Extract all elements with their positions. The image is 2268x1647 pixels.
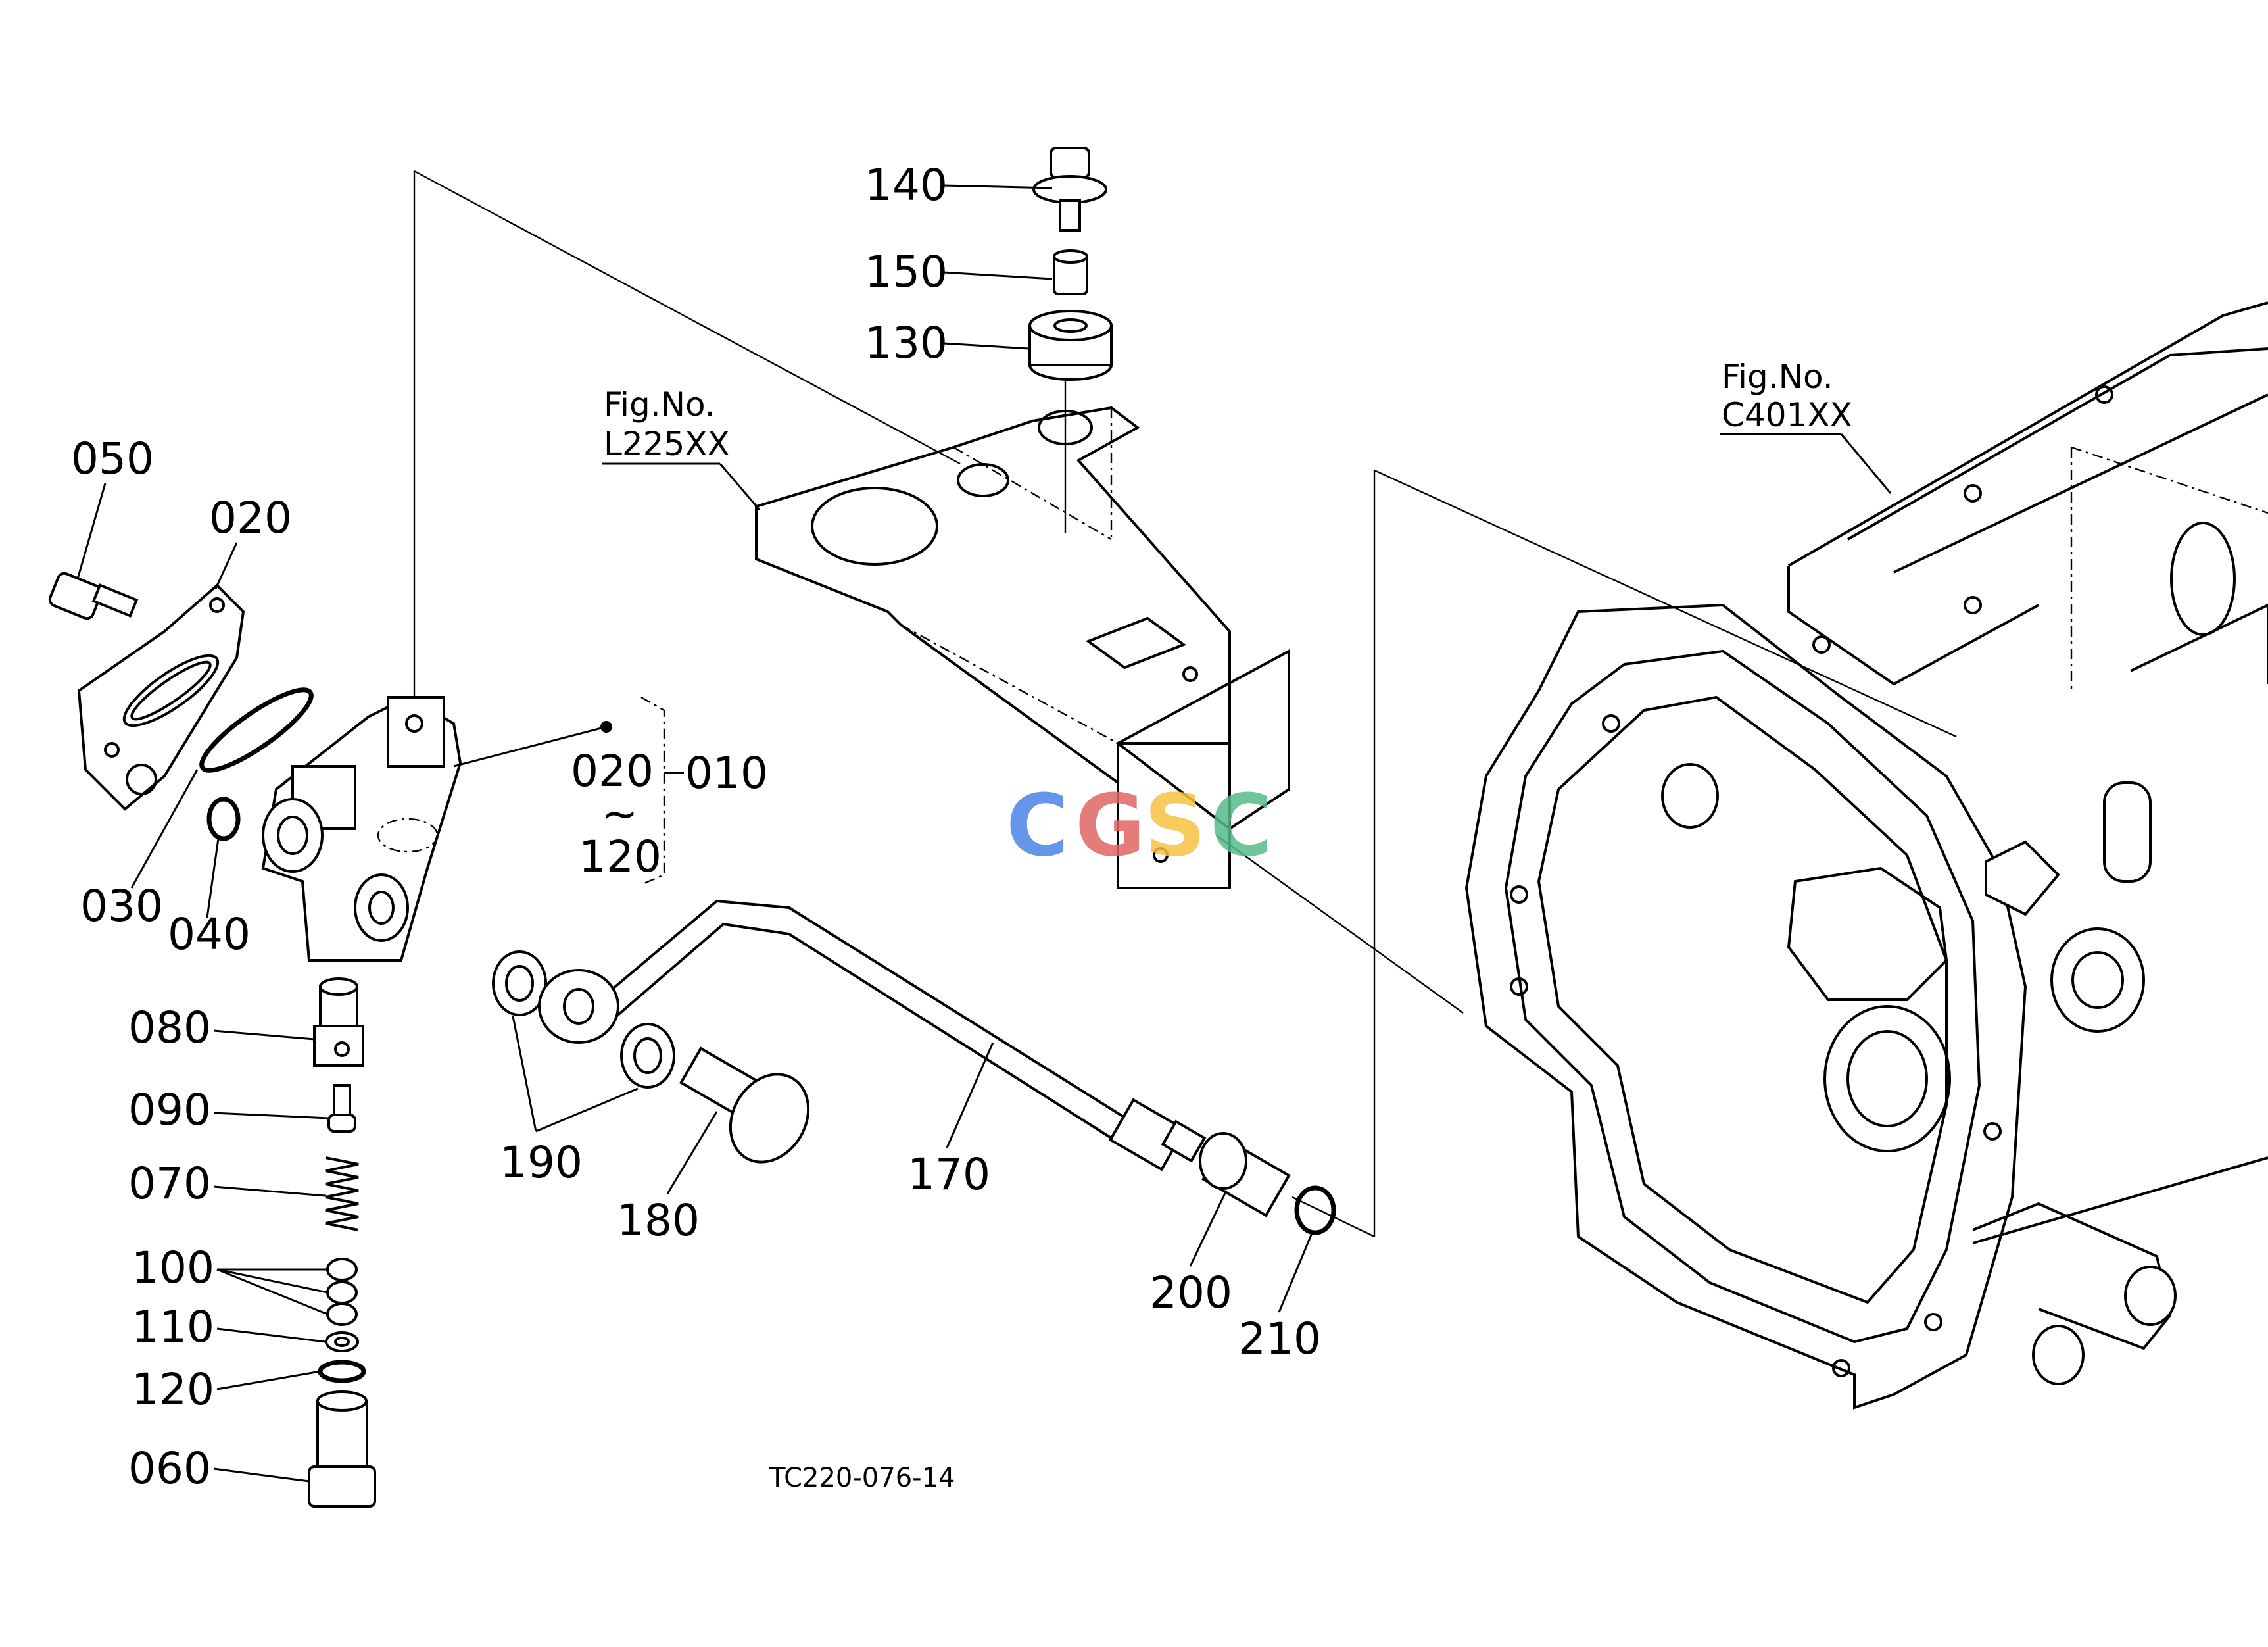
part-120-o-ring: [318, 1360, 366, 1383]
part-110-washer: [325, 1331, 359, 1352]
label-070: 070: [128, 1158, 326, 1209]
label-130: 130: [865, 318, 1030, 368]
part-030-gasket: [199, 687, 314, 773]
part-number-060: 060: [128, 1443, 211, 1494]
fig-ref-right-line1: Fig.No.: [1722, 358, 1833, 396]
label-090: 090: [128, 1085, 329, 1135]
part-number-050: 050: [71, 433, 154, 484]
watermark-letter-2: G: [1075, 775, 1146, 875]
part-040-o-ring: [206, 797, 241, 841]
label-200: 200: [1149, 1190, 1232, 1318]
label-180: 180: [617, 1111, 718, 1246]
label-080: 080: [128, 1002, 315, 1053]
part-190-washers: [492, 950, 675, 1089]
label-060: 060: [128, 1443, 310, 1494]
part-number-030: 030: [80, 881, 163, 931]
part-140-bolt: [1032, 147, 1107, 232]
label-170: 170: [907, 1042, 994, 1200]
part-number-180: 180: [617, 1195, 700, 1246]
fig-ref-c401xx: Fig.No. C401XX: [1720, 358, 1892, 494]
part-130-grommet: [1028, 310, 1113, 381]
part-090-poppet: [327, 1084, 356, 1133]
label-140: 140: [865, 160, 1053, 210]
part-number-080: 080: [128, 1002, 211, 1053]
part-number-040: 040: [168, 909, 251, 960]
fig-ref-l225xx: Fig.No. L225XX: [602, 385, 761, 510]
assembly-group-010: 020 ~ 120 010: [453, 696, 768, 886]
transmission-case-c401xx: [1464, 301, 2268, 1410]
label-110: 110: [132, 1302, 326, 1352]
label-020: 020: [209, 493, 292, 589]
part-080-seat: [313, 977, 364, 1067]
part-number-200: 200: [1149, 1267, 1232, 1318]
part-number-170: 170: [907, 1149, 990, 1200]
part-number-130: 130: [865, 318, 948, 368]
part-200-adapter: [1199, 1132, 1291, 1217]
part-number-190: 190: [500, 1137, 583, 1188]
bracket-l225xx: [755, 406, 1290, 889]
part-150-collar: [1053, 249, 1088, 295]
part-number-100: 100: [132, 1242, 214, 1293]
part-number-020: 020: [209, 493, 292, 543]
watermark-letter-1: C: [1006, 775, 1069, 875]
part-100-shims: [326, 1258, 358, 1326]
fig-ref-right-line2: C401XX: [1722, 396, 1852, 434]
part-210-o-ring: [1294, 1185, 1336, 1235]
fig-ref-left-line2: L225XX: [604, 425, 730, 463]
label-030: 030: [80, 769, 199, 931]
assembly-number: 010: [685, 748, 768, 799]
part-060-plug: [308, 1390, 376, 1508]
label-210: 210: [1238, 1233, 1321, 1364]
part-number-070: 070: [128, 1158, 211, 1209]
watermark-letter-3: S: [1144, 775, 1206, 875]
part-number-120: 120: [132, 1364, 214, 1415]
label-050: 050: [71, 433, 154, 579]
part-050-bolt: [48, 572, 139, 620]
part-number-090: 090: [128, 1085, 211, 1135]
label-190: 190: [500, 1016, 639, 1188]
assembly-to: 120: [579, 831, 662, 882]
label-150: 150: [865, 247, 1053, 297]
watermark-logo: C G S C: [1006, 775, 1272, 875]
label-100: 100: [132, 1242, 328, 1315]
part-170-pipe: [538, 899, 1207, 1171]
fig-ref-left-line1: Fig.No.: [604, 385, 715, 424]
part-020-cover-plate: [77, 583, 245, 811]
label-040: 040: [168, 838, 251, 960]
part-number-140: 140: [865, 160, 948, 210]
part-180-banjo-bolt: [679, 1046, 810, 1164]
label-120: 120: [132, 1364, 321, 1415]
part-number-110: 110: [132, 1302, 214, 1352]
part-010-valve-body: [261, 695, 462, 962]
drawing-code: TC220-076-14: [769, 1463, 955, 1493]
assembly-tilde: ~: [602, 789, 638, 839]
watermark-letter-4: C: [1210, 775, 1272, 875]
assembly-from: 020: [571, 746, 654, 797]
part-number-150: 150: [865, 247, 948, 297]
part-number-210: 210: [1238, 1314, 1321, 1364]
part-070-spring: [325, 1156, 359, 1231]
